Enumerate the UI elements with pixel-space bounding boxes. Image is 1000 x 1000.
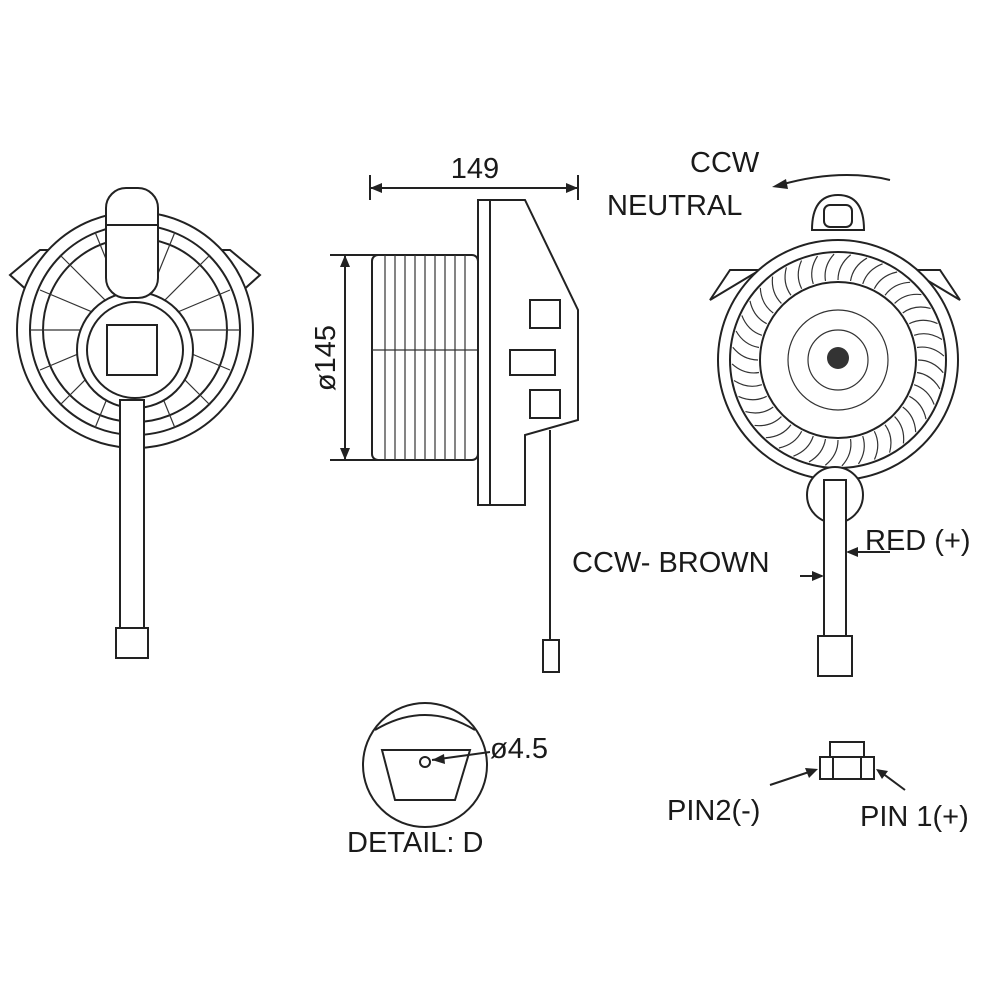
fan-blade	[884, 281, 911, 296]
fan-blade	[765, 424, 792, 439]
fan-blade	[917, 359, 944, 374]
diameter-dimension: ø145	[310, 325, 342, 391]
fan-blade	[733, 379, 763, 387]
fan-blade	[824, 439, 839, 466]
pin2-label: PIN2(-)	[667, 795, 760, 827]
fan-blade	[916, 346, 945, 357]
fan-blade	[793, 435, 814, 457]
pin1-label: PIN 1(+)	[860, 801, 969, 833]
connector-detail: PIN2(-) PIN 1(+)	[667, 741, 969, 833]
hole-diameter: ø4.5	[490, 733, 548, 765]
fan-blade	[732, 346, 759, 361]
fan-blade	[916, 371, 941, 390]
fan-blade	[745, 406, 774, 414]
fan-blade	[738, 395, 767, 401]
fan-blade	[862, 263, 883, 285]
fan-blade	[759, 287, 774, 314]
fan-blade	[894, 416, 905, 444]
fan-blade	[797, 260, 803, 289]
fan-blade	[784, 267, 792, 296]
fan-blade	[735, 330, 760, 349]
fan-blade	[811, 255, 819, 285]
fan-blade	[778, 431, 803, 449]
fan-blade	[902, 406, 917, 433]
fan-blade	[754, 416, 782, 427]
side-view: 149 ø145	[310, 153, 579, 673]
fan-blade	[824, 253, 835, 282]
fan-blade	[873, 431, 879, 460]
fan-blade	[913, 333, 943, 341]
fan-blade	[884, 424, 892, 453]
detail-d: ø4.5 DETAIL: D	[347, 702, 548, 859]
fan-blade	[837, 254, 852, 281]
brown-wire-label: CCW- BROWN	[572, 547, 770, 579]
rear-view	[8, 187, 262, 659]
fan-blade	[771, 276, 782, 304]
detail-title: DETAIL: D	[347, 827, 483, 859]
fan-blade	[731, 363, 760, 374]
fan-blade	[741, 315, 763, 336]
fan-blade	[749, 300, 767, 325]
fan-blade	[841, 438, 852, 467]
fan-blade	[873, 271, 898, 289]
front-view: CCW NEUTRAL RED (+) CCW- BROWN	[572, 147, 971, 677]
fan-blade	[909, 319, 938, 325]
fan-blade	[902, 306, 931, 314]
width-dimension: 149	[451, 153, 499, 185]
fan-blade	[909, 395, 927, 420]
rotation-direction: CCW	[690, 147, 760, 179]
fan-blade	[808, 438, 827, 463]
rotation-mode: NEUTRAL	[607, 190, 742, 222]
fan-blade	[894, 293, 922, 304]
fan-blade	[857, 435, 865, 465]
fan-blade	[849, 257, 868, 282]
fan-blade	[913, 384, 935, 405]
